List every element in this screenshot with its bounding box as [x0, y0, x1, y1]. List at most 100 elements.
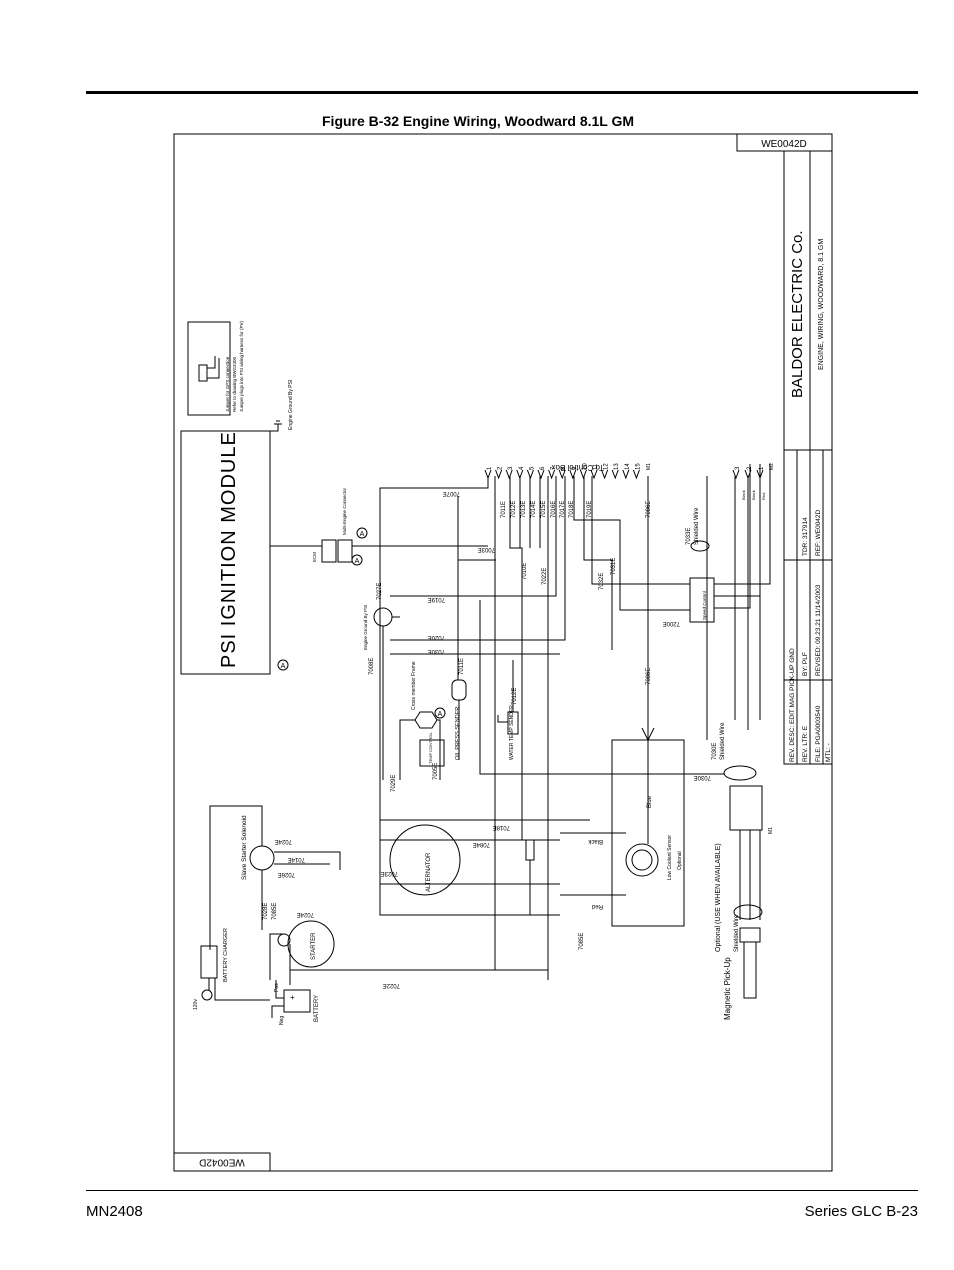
- mag-terminal-number: 2: [747, 466, 753, 470]
- battery-charger: [200, 945, 218, 979]
- m1-label: M1: [768, 827, 774, 834]
- box-wire-label: 7014E: [531, 501, 537, 518]
- to-control-box-label: To Control Box: [552, 463, 604, 472]
- rev-tdr: TDR: 317914: [802, 517, 809, 556]
- drawing-number-top: WE0042D: [761, 139, 807, 150]
- terminal-arrow: [537, 469, 545, 480]
- wire-7030E-c: 7030E: [694, 774, 711, 780]
- red-label-1: Red: [761, 493, 766, 500]
- v120-source: [201, 989, 213, 1001]
- manual-number: MN2408: [86, 1203, 143, 1220]
- temp-control: [419, 739, 445, 767]
- terminal-arrow: [558, 469, 566, 480]
- terminal-arrow: [495, 469, 503, 480]
- slave-solenoid-label: Slave Starter Solenoid: [241, 815, 248, 880]
- shielded-wire-3: Shielded Wire: [734, 914, 740, 952]
- shield-oval-1: [690, 540, 710, 552]
- box-wire-label: 7019E: [587, 501, 593, 518]
- black-label-2: Black: [751, 490, 756, 500]
- ref-id: REF: WE0042D: [815, 509, 822, 556]
- terminal-number: 13: [614, 463, 620, 470]
- file-id: FILE: PGA0003540: [815, 705, 822, 762]
- wire-7018E: 7018E: [493, 824, 510, 830]
- optional-label: Optional: [677, 851, 683, 870]
- marker-a-1: [277, 659, 289, 671]
- shield-oval-3: [733, 904, 763, 920]
- red-wire-label: Red: [592, 903, 603, 909]
- drawing-number-box-bottom: [173, 1152, 271, 1172]
- cross-member-label: Cross member Frame: [411, 661, 417, 710]
- wire-7012E: 7012E: [512, 688, 518, 705]
- wire-7028E: 7028E: [263, 903, 269, 920]
- box-wire-label: 7011E: [501, 501, 507, 518]
- wire-7031E: 7031E: [611, 558, 617, 575]
- title-block: BALDOR ELECTRIC Co. ENGINE, WIRING, WOOD…: [783, 150, 833, 765]
- box-wire-label: 7015E: [541, 501, 547, 518]
- battery: [283, 989, 311, 1013]
- marker-a-2: [351, 554, 363, 566]
- terminal-arrow: [611, 469, 619, 480]
- wire-7010E: 7010E: [522, 563, 528, 580]
- wire-7085E-a: 7085E: [272, 903, 278, 920]
- terminal-number: 7: [551, 466, 557, 470]
- mtl: MTL: -: [825, 743, 832, 762]
- multi-engine-connector: [321, 539, 337, 563]
- wire-7024E-b: 7024E: [297, 911, 314, 917]
- marker-a-4: [434, 707, 446, 719]
- blue-wire-label: Blue: [647, 795, 653, 808]
- alternator: [389, 824, 461, 896]
- terminal-number: 8: [561, 466, 567, 470]
- wire-7014E: 7014E: [288, 856, 305, 862]
- oil-press-sender: [451, 679, 467, 701]
- alternator-label: ALTERNATOR: [426, 852, 432, 892]
- wire-7032E: 7032E: [599, 573, 605, 590]
- terminal-number: 14: [625, 463, 631, 470]
- psi-ignition-module: [180, 430, 271, 675]
- terminal-number: 1: [487, 466, 493, 470]
- wire-7085E-b: 7085E: [579, 933, 585, 950]
- wire-7008E: 7008E: [369, 658, 375, 675]
- mag-pickup-head: [739, 927, 761, 943]
- revised-date: REVISED: 09.23.21 11/14/2003: [815, 584, 822, 676]
- wire-7022E: 7022E: [542, 568, 548, 585]
- oil-press-label: OIL PRESS SENDER: [455, 707, 461, 760]
- rev-desc: REV. DESC: EDIT MAG PICK-UP GND: [789, 648, 796, 762]
- low-coolant-label: Low Coolant Sensor: [667, 835, 673, 880]
- wire-7003E: 7003E: [478, 546, 495, 552]
- terminal-number: 10: [582, 463, 588, 470]
- jumper-note-3: Jumper for GPS connection: [225, 356, 230, 412]
- wire-7024E-a: 7024E: [275, 838, 292, 844]
- wire-7033E: 7033E: [686, 528, 692, 545]
- terminal-number: 5: [529, 466, 535, 470]
- wire-7030E-b: 7030E: [712, 743, 718, 760]
- terminal-number: 12: [604, 463, 610, 470]
- bottom-rule: [86, 1190, 918, 1191]
- wire-7022E-b: 7022E: [383, 982, 400, 988]
- terminal-number: 9: [572, 466, 578, 470]
- box-wire-label: 7013E: [521, 501, 527, 518]
- terminal-number: 2: [498, 466, 504, 470]
- terminal-arrow: [579, 469, 587, 480]
- box-wire-label: 7017E: [560, 501, 566, 518]
- rev-ltr: REV. LTR: E: [802, 725, 809, 762]
- wire-7084E: 7084E: [473, 841, 490, 847]
- marker-a-3-label: A: [360, 531, 365, 538]
- black-label-1: Black: [741, 490, 746, 500]
- mag-terminal-number: 3: [735, 466, 741, 470]
- jumper-box: [187, 321, 231, 416]
- wire-7005E: 7005E: [433, 763, 439, 780]
- terminal-arrow: [505, 469, 513, 480]
- shield-oval-2: [723, 765, 757, 781]
- marker-a-1-label: A: [281, 663, 286, 670]
- figure-title: Figure B-32 Engine Wiring, Woodward 8.1L…: [322, 113, 635, 129]
- terminal-arrow: [601, 469, 609, 480]
- wire-7029E: 7029E: [391, 775, 397, 792]
- engine-ground-symbol: [270, 420, 282, 432]
- terminal-number: 6: [540, 466, 546, 470]
- low-coolant-sensor-inner: [631, 849, 653, 871]
- v120-label: 120v: [193, 999, 199, 1010]
- wire-7200E: 7200E: [663, 620, 680, 626]
- battery-label: BATTERY: [314, 995, 320, 1022]
- marker-a-2-label: A: [355, 558, 360, 565]
